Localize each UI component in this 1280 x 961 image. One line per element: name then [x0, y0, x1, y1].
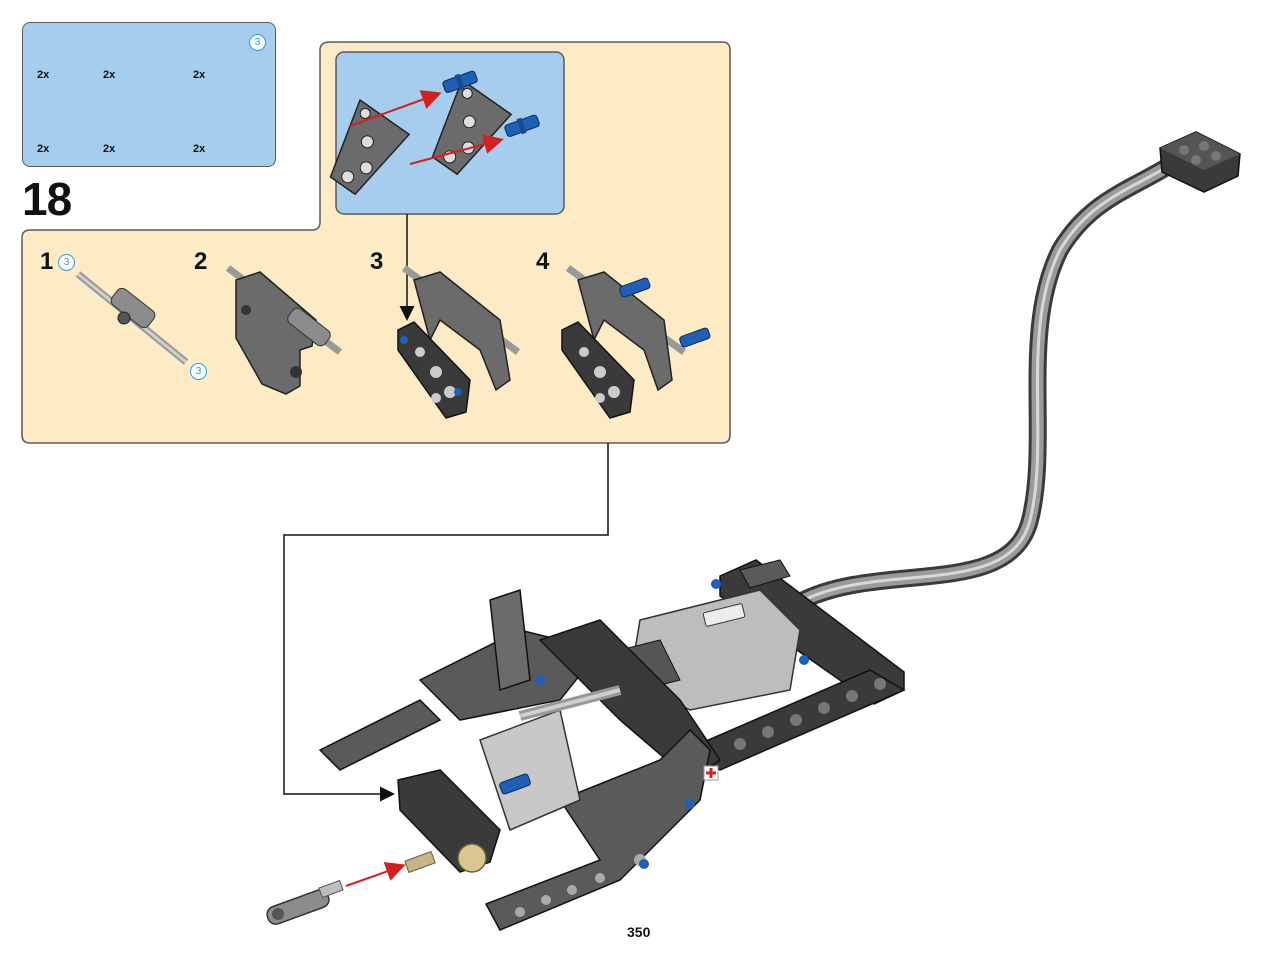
substep-4-illustration — [561, 265, 711, 419]
blue-pin-top — [442, 70, 478, 93]
triangle-beam-right — [431, 78, 513, 176]
part-quantity: 2x — [103, 69, 116, 81]
page-number: 350 — [627, 924, 651, 940]
motor-cable — [795, 157, 1175, 611]
part-quantity: 2x — [37, 143, 50, 155]
substep-count-badge: 3 — [190, 363, 207, 380]
loose-axle-connector — [266, 879, 344, 925]
triangle-beam-left — [329, 98, 411, 196]
part-quantity: 2x — [37, 69, 50, 81]
cable-connector — [1159, 131, 1241, 193]
substep-1-illustration — [75, 271, 189, 365]
substep-number: 1 — [40, 248, 54, 275]
substep-number: 3 — [370, 248, 384, 275]
blue-pin-bottom — [504, 114, 540, 137]
part-quantity: 2x — [103, 143, 116, 155]
tan-axle-piece — [404, 850, 436, 874]
chassis-frame — [318, 559, 906, 931]
step-number: 18 — [22, 173, 72, 225]
substep-3-illustration — [397, 265, 521, 419]
assembly-pointer-line — [283, 443, 609, 802]
parts-list: 2x 2x 2x 3 2x 2x 2x — [22, 22, 276, 167]
substep-number: 4 — [536, 248, 550, 275]
part-quantity: 2x — [193, 143, 206, 155]
part-quantity: 2x — [193, 69, 206, 81]
part-count-badge: 3 — [249, 34, 266, 51]
substep-number: 2 — [194, 248, 208, 275]
substep-2-illustration — [225, 265, 343, 395]
substep-count-badge: 3 — [58, 254, 75, 271]
